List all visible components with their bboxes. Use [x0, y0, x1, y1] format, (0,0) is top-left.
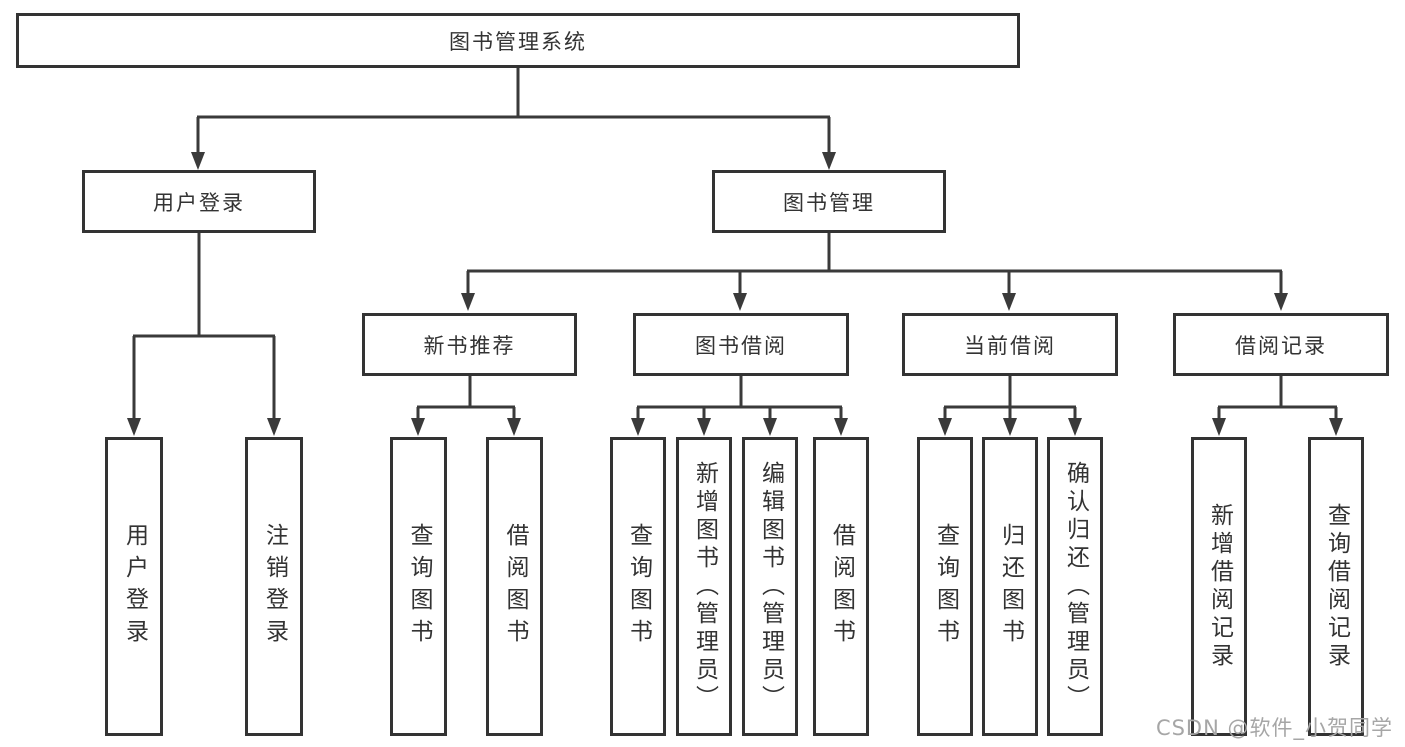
leaf-query-borrow-record: 查询借阅记录 [1308, 437, 1364, 736]
leaf-query-books-current-label: 查询图书 [932, 522, 959, 651]
node-book-borrow: 图书借阅 [633, 313, 849, 376]
leaf-query-books-recommend: 查询图书 [390, 437, 447, 736]
leaf-edit-book-admin-label: 编辑图书（管理员） [757, 460, 784, 713]
node-new-book-recommend-label: 新书推荐 [423, 333, 516, 358]
node-book-management-label: 图书管理 [783, 190, 875, 215]
leaf-add-borrow-record: 新增借阅记录 [1191, 437, 1247, 736]
leaf-add-book-admin: 新增图书（管理员） [676, 437, 732, 736]
leaf-borrow-books: 借阅图书 [813, 437, 869, 736]
leaf-logout: 注销登录 [245, 437, 303, 736]
leaf-query-borrow-record-label: 查询借阅记录 [1323, 502, 1350, 671]
node-root-label: 图书管理系统 [449, 29, 587, 54]
leaf-return-books-label: 归还图书 [997, 522, 1024, 651]
leaf-add-borrow-record-label: 新增借阅记录 [1206, 502, 1233, 671]
leaf-query-books-recommend-label: 查询图书 [406, 522, 432, 651]
leaf-query-books-current: 查询图书 [917, 437, 973, 736]
leaf-borrow-books-recommend: 借阅图书 [486, 437, 543, 736]
leaf-confirm-return-admin: 确认归还（管理员） [1047, 437, 1103, 736]
leaf-user-login-label: 用户登录 [121, 522, 148, 651]
leaf-confirm-return-admin-label: 确认归还（管理员） [1062, 460, 1089, 713]
node-borrow-records: 借阅记录 [1173, 313, 1389, 376]
leaf-logout-label: 注销登录 [261, 522, 288, 651]
node-user-login: 用户登录 [82, 170, 316, 233]
node-root: 图书管理系统 [16, 13, 1020, 68]
leaf-add-book-admin-label: 新增图书（管理员） [691, 460, 718, 713]
leaf-query-books-borrow: 查询图书 [610, 437, 666, 736]
node-book-management: 图书管理 [712, 170, 946, 233]
node-new-book-recommend: 新书推荐 [362, 313, 577, 376]
leaf-query-books-borrow-label: 查询图书 [625, 522, 652, 651]
leaf-borrow-books-recommend-label: 借阅图书 [502, 522, 528, 651]
leaf-user-login: 用户登录 [105, 437, 163, 736]
csdn-watermark: CSDN @软件_小贺同学 [1155, 716, 1393, 740]
leaf-edit-book-admin: 编辑图书（管理员） [742, 437, 798, 736]
node-user-login-label: 用户登录 [153, 190, 245, 215]
node-book-borrow-label: 图书借阅 [695, 333, 787, 358]
node-current-borrow: 当前借阅 [902, 313, 1118, 376]
node-current-borrow-label: 当前借阅 [964, 333, 1056, 358]
node-borrow-records-label: 借阅记录 [1235, 333, 1327, 358]
leaf-borrow-books-label: 借阅图书 [828, 522, 855, 651]
leaf-return-books: 归还图书 [982, 437, 1038, 736]
